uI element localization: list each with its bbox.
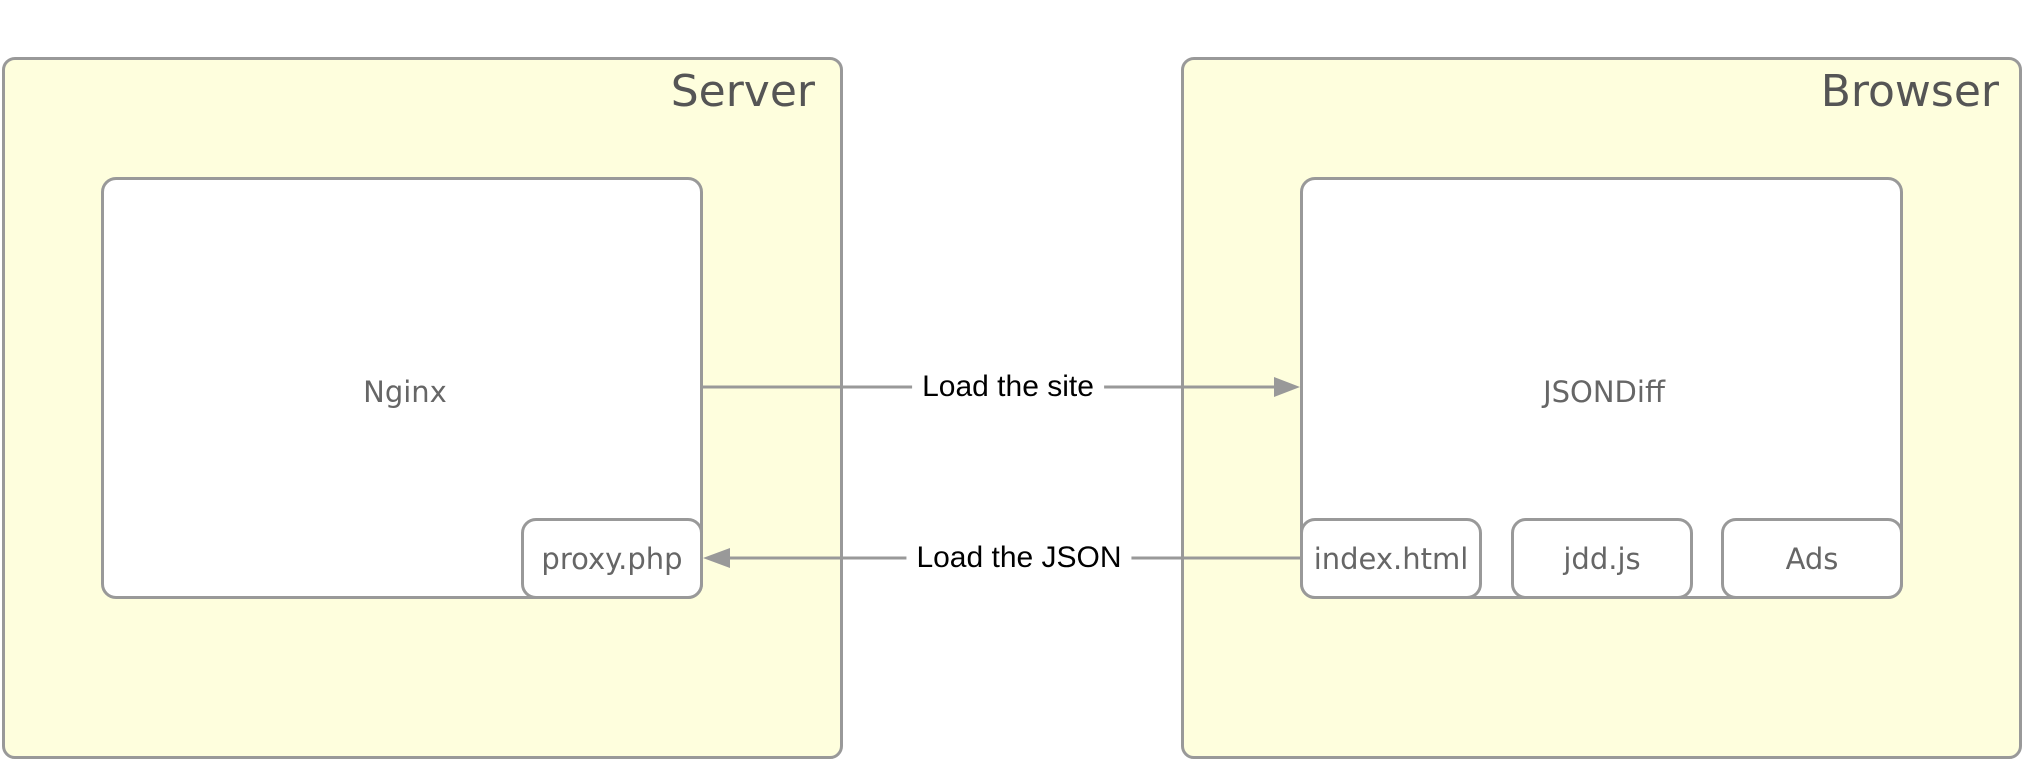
index-html-label: index.html — [1313, 541, 1469, 576]
jsondiff-label: JSONDiff — [1543, 375, 1665, 409]
load-site-edge-label: Load the site — [912, 369, 1104, 405]
ads-label: Ads — [1785, 541, 1839, 576]
browser-group-title: Browser — [1820, 66, 1999, 117]
proxy-php-file: proxy.php — [521, 518, 703, 599]
ads-file: Ads — [1721, 518, 1903, 599]
jdd-js-label: jdd.js — [1563, 541, 1641, 576]
server-group-title: Server — [670, 66, 815, 117]
proxy-php-label: proxy.php — [541, 541, 683, 576]
jdd-js-file: jdd.js — [1511, 518, 1693, 599]
nginx-label: Nginx — [363, 375, 447, 409]
index-html-file: index.html — [1300, 518, 1482, 599]
load-json-edge-label: Load the JSON — [906, 540, 1132, 576]
